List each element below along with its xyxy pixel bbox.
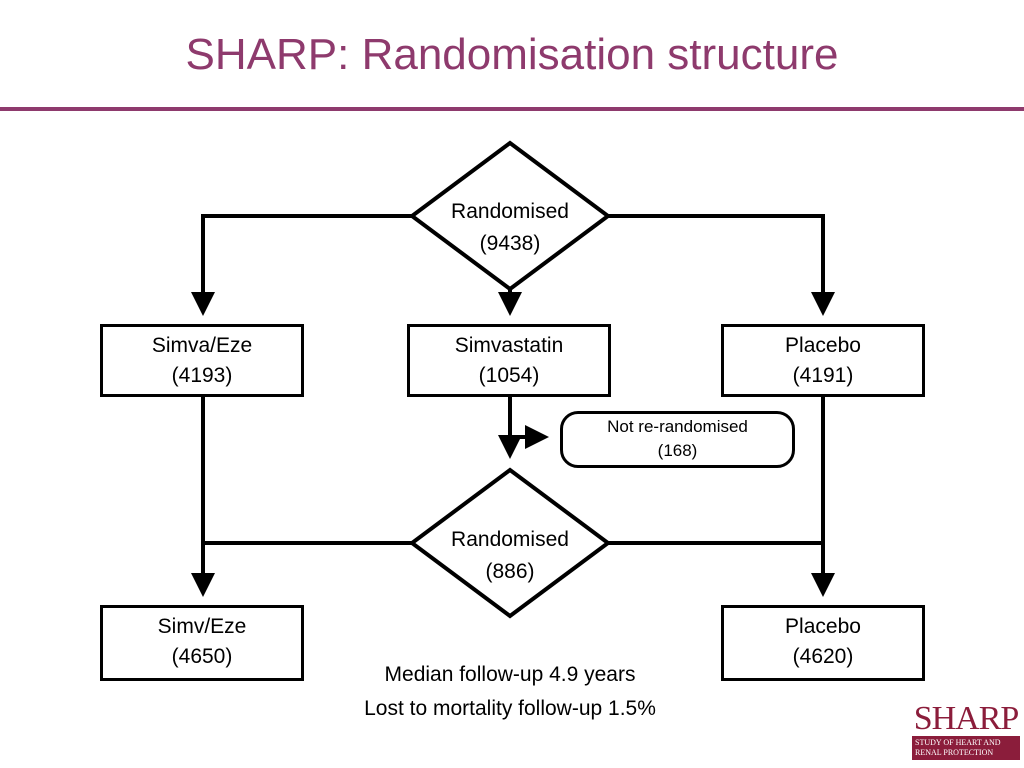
logo-band: STUDY OF HEART AND RENAL PROTECTION xyxy=(912,736,1020,760)
randomised-mid-text: Randomised (886) xyxy=(430,524,590,588)
simva-eze-label: Simva/Eze xyxy=(151,334,253,357)
sharp-logo: SHARP STUDY OF HEART AND RENAL PROTECTIO… xyxy=(912,702,1020,766)
randomised-mid-count: (886) xyxy=(485,560,535,583)
placebo-top-box: Placebo (4191) xyxy=(721,324,925,397)
simva-eze-box: Simva/Eze (4193) xyxy=(100,324,304,397)
randomised-top-label: Randomised xyxy=(451,200,569,223)
simvastatin-label: Simvastatin xyxy=(454,334,564,357)
simv-eze-final-count: (4650) xyxy=(171,645,233,668)
follow-up-notes: Median follow-up 4.9 years Lost to morta… xyxy=(300,658,720,726)
simv-eze-final-box: Simv/Eze (4650) xyxy=(100,605,304,681)
logo-band-line1: STUDY OF HEART AND xyxy=(915,738,1001,747)
placebo-top-label: Placebo xyxy=(785,334,861,357)
logo-band-line2: RENAL PROTECTION xyxy=(915,748,994,757)
randomised-top-text: Randomised (9438) xyxy=(430,196,590,260)
simva-eze-count: (4193) xyxy=(171,364,233,387)
not-rerandomised-label: Not re-randomised xyxy=(607,417,748,436)
lost-to-follow-up-text: Lost to mortality follow-up 1.5% xyxy=(364,697,656,720)
randomised-mid-label: Randomised xyxy=(451,528,569,551)
simvastatin-box: Simvastatin (1054) xyxy=(407,324,611,397)
edge-to-simva-eze xyxy=(191,214,412,316)
page-title: SHARP: Randomisation structure xyxy=(185,30,839,79)
edge-to-placebo-top xyxy=(608,214,835,316)
not-rerandomised-count: (168) xyxy=(657,441,698,460)
title-divider xyxy=(0,107,1024,111)
placebo-final-label: Placebo xyxy=(785,615,861,638)
placebo-final-count: (4620) xyxy=(792,645,854,668)
median-follow-up-text: Median follow-up 4.9 years xyxy=(384,663,636,686)
randomised-mid-diamond xyxy=(408,467,612,619)
logo-wordmark: SHARP xyxy=(913,700,1020,737)
placebo-final-box: Placebo (4620) xyxy=(721,605,925,681)
not-rerandomised-box: Not re-randomised (168) xyxy=(560,411,795,468)
placebo-top-count: (4191) xyxy=(792,364,854,387)
randomised-top-count: (9438) xyxy=(479,232,541,255)
simv-eze-final-label: Simv/Eze xyxy=(157,615,247,638)
simvastatin-count: (1054) xyxy=(478,364,540,387)
